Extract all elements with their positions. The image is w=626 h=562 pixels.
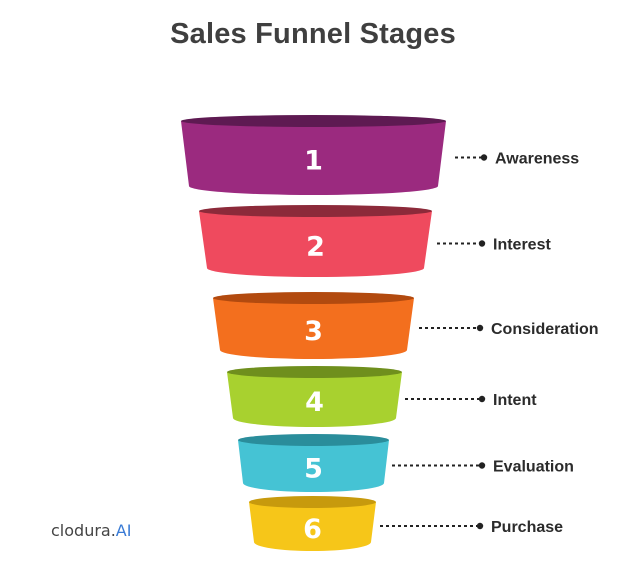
stage-number: 2 [306, 232, 325, 263]
stage-label: Intent [493, 392, 537, 409]
brand-suffix: AI [115, 521, 132, 540]
connector-dot [478, 462, 486, 469]
funnel-segment-body [227, 372, 402, 428]
funnel-segment-top [238, 434, 389, 446]
stage-label: Purchase [491, 519, 563, 536]
stage-number: 5 [304, 454, 323, 485]
funnel-segment-top [227, 366, 402, 378]
funnel-segment-top [213, 292, 414, 304]
stage-label: Consideration [491, 321, 599, 338]
funnel-stage-6: 6 Purchase [249, 496, 563, 551]
stage-number: 4 [305, 387, 324, 418]
funnel-segment-top [249, 496, 376, 508]
connector-dot [476, 522, 484, 530]
funnel-segment-body [181, 121, 446, 195]
connector-dot [478, 240, 486, 247]
funnel-segment-body [213, 298, 414, 359]
stage-label: Awareness [495, 151, 579, 168]
funnel-stage-2: 2 Interest [199, 205, 551, 277]
stage-label: Interest [493, 237, 551, 254]
connector-dot [478, 395, 486, 403]
connector-dot [480, 154, 488, 161]
stage-number: 3 [304, 316, 323, 347]
funnel-segment-body [249, 502, 376, 551]
funnel-segment-body [199, 211, 432, 277]
funnel-stage-5: 5 Evaluation [238, 434, 574, 492]
connector-dot [476, 324, 484, 332]
funnel-segment-top [199, 205, 432, 217]
brand-name: clodura. [51, 521, 116, 540]
funnel-stage-1: 1 Awareness [181, 115, 579, 195]
funnel-segment-top [181, 115, 446, 127]
funnel-segment-body [238, 440, 389, 492]
page-title: Sales Funnel Stages [170, 18, 456, 50]
funnel-stage-4: 4 Intent [227, 366, 537, 428]
brand-logo: clodura.AI [51, 521, 131, 540]
stage-number: 6 [303, 514, 322, 545]
funnel-stage-3: 3 Consideration [213, 292, 599, 359]
stage-label: Evaluation [493, 459, 574, 476]
stage-number: 1 [304, 146, 323, 177]
